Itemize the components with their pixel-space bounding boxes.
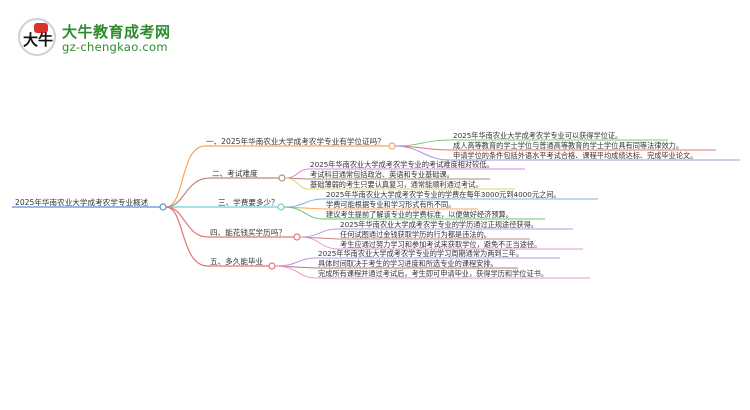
branch-2-node[interactable]: 二、考试难度 [212,169,258,178]
branch-1-leaf-3[interactable]: 申请学位的条件包括外语水平考试合格、课程平均成绩达标、完成毕业论文。 [453,151,698,160]
branch-4-node-dot[interactable] [293,233,301,241]
branch-5-connector [165,206,209,267]
branch-2-leaf-2[interactable]: 考试科目通常包括政治、英语和专业基础课。 [310,170,454,179]
branch-3-leaf-3[interactable]: 建议考生提前了解该专业的学费标准，以便做好经济预算。 [326,210,513,219]
logo-glyph: 大牛 [23,31,54,49]
logo-badge-icon: 大牛 [18,18,56,56]
site-logo[interactable]: 大牛 大牛教育成考网 gz-chengkao.com [18,18,218,58]
logo-seal-icon [34,23,48,33]
branch-2-leaf-1[interactable]: 2025年华南农业大学成考农学专业的考试难度相对较低。 [310,160,494,169]
logo-title: 大牛教育成考网 [62,23,171,41]
branch-5-node[interactable]: 五、多久能毕业 [210,257,264,266]
branch-1-node[interactable]: 一、2025年华南农业大学成考农学专业有学位证吗？ [206,137,385,146]
branch-4-leaf-3[interactable]: 考生应通过努力学习和参加考试来获取学位，避免不正当途径。 [340,240,542,249]
branch-4-connector [165,206,209,238]
branch-4-leaf-1[interactable]: 2025年华南农业大学成考农学专业的学历通过正规途径获得。 [340,220,538,229]
branch-1-node-dot[interactable] [388,142,396,150]
branch-5-leaf-2[interactable]: 具体时间取决于考生的学习进度和所选专业的课程安排。 [318,259,498,268]
branch-5-node-dot[interactable] [268,262,276,270]
branch-5-leaf-3[interactable]: 完成所有课程并通过考试后，考生即可申请毕业，获得学历和学位证书。 [318,269,549,278]
root-node-dot [159,203,167,211]
branch-3-leaf-2[interactable]: 学费可能根据专业和学习形式有所不同。 [326,200,456,209]
branch-1-connector [165,145,206,208]
branch-3-leaf-1[interactable]: 2025年华南农业大学成考农学专业的学费在每年3000元到4000元之间。 [326,190,561,199]
logo-url: gz-chengkao.com [62,40,168,54]
branch-4-node[interactable]: 四、能花钱买学历吗？ [210,228,286,237]
branch-3-node[interactable]: 三、学费要多少？ [218,198,279,207]
branch-1-leaf-2[interactable]: 成人高等教育的学士学位与普通高等教育的学士学位具有同等法律效力。 [453,141,684,150]
branch-2-leaf-3[interactable]: 基础薄弱的考生只要认真复习，通常能顺利通过考试。 [310,180,483,189]
branch-4-leaf-2[interactable]: 任何试图通过金钱获取学历的行为都是违法的。 [340,230,491,239]
root-node[interactable]: 2025年华南农业大学成考农学专业概述 [15,198,149,207]
branch-2-connector [165,177,211,208]
branch-2-node-dot[interactable] [278,174,286,182]
branch-1-leaf-1[interactable]: 2025年华南农业大学成考农学专业可以获得学位证。 [453,131,623,140]
branch-5-leaf-1[interactable]: 2025年华南农业大学成考农学专业的学习周期通常为两到三年。 [318,249,524,258]
